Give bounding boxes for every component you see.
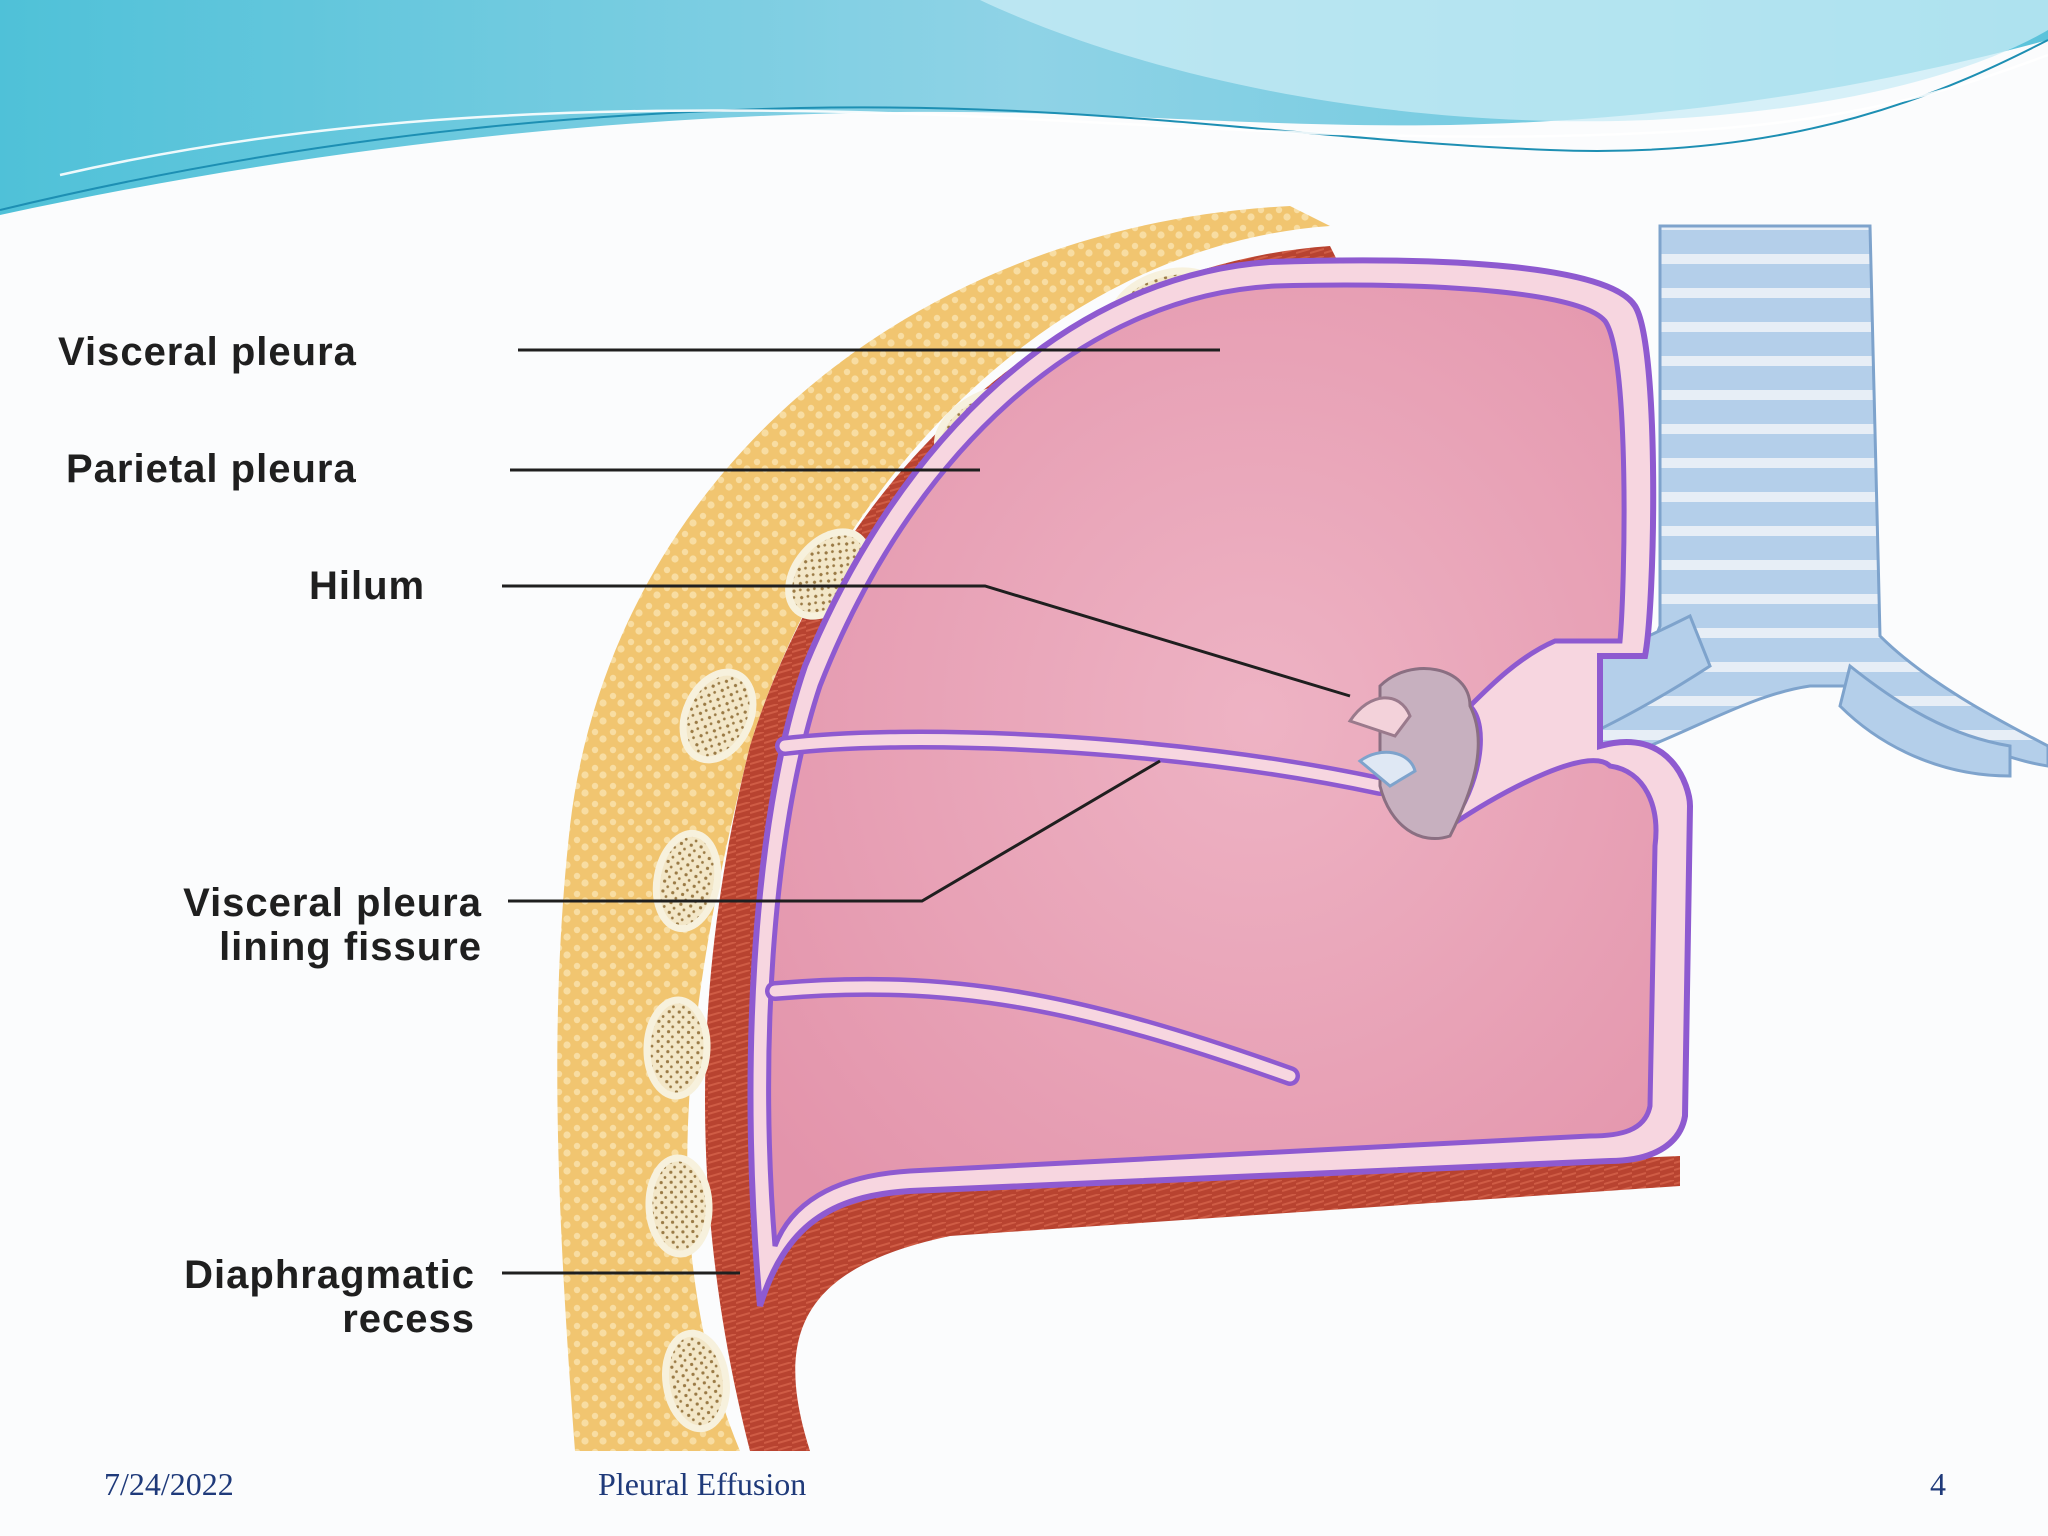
label-visceral-pleura-fissure: Visceral pleura lining fissure: [50, 881, 482, 969]
intercostal-muscle: [705, 246, 1680, 1451]
label-visceral-pleura: Visceral pleura: [58, 330, 357, 374]
slide-number: 4: [1930, 1466, 1946, 1502]
label-diaphragmatic-recess: Diaphragmatic recess: [50, 1253, 475, 1341]
label-hilum: Hilum: [309, 564, 426, 608]
hilum-structures: [1347, 667, 1480, 841]
pleura-diagram: [502, 206, 2048, 1451]
label-fissure-line2: lining fissure: [219, 925, 482, 969]
wave-banner: [0, 0, 2048, 215]
label-recess-line2: recess: [342, 1297, 475, 1341]
subcutaneous-fat: [557, 206, 1330, 1451]
label-parietal-pleura: Parietal pleura: [66, 447, 357, 491]
leader-lines: [502, 348, 1351, 1275]
footer-date: 7/24/2022: [104, 1466, 234, 1502]
footer-title: Pleural Effusion: [598, 1466, 807, 1502]
label-recess-line1: Diaphragmatic: [184, 1253, 475, 1297]
label-fissure-line1: Visceral pleura: [183, 881, 482, 925]
